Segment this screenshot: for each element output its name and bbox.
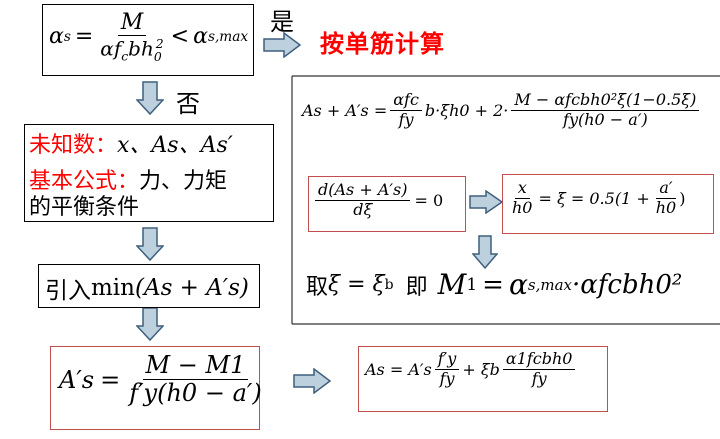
condition-fraction: M αfcbh02 <box>100 10 164 64</box>
as-frac2: α1fcbh0 fy <box>502 350 576 388</box>
arrow-down-no <box>136 81 164 116</box>
alpha-s-symbol: α <box>49 24 64 50</box>
arrow-down-2 <box>136 227 164 262</box>
unknowns-label: 未知数： <box>29 133 118 158</box>
arrow-down-xi <box>472 235 498 270</box>
min-expr: (As + A′s) <box>134 275 249 301</box>
as-box: As = A′s f′y fy + ξb α1fcbh0 fy <box>358 346 608 412</box>
arrow-down-3 <box>136 307 164 342</box>
formula-label: 基本公式： <box>29 169 140 194</box>
arrow-right-derivative <box>469 190 504 214</box>
yes-label: 是 <box>270 8 294 36</box>
as-lhs: As = A′s <box>365 359 432 379</box>
single-reinforcement-text: 按单筋计算 <box>320 30 445 58</box>
unknowns-list: x、As、As′ <box>117 133 233 158</box>
formula-rest: 力、力矩 <box>139 169 228 194</box>
xi-box: x h0 = ξ = 0.5(1 + a′ h0 ) <box>502 174 714 234</box>
min-func: min <box>91 275 135 301</box>
arrow-right-yes <box>263 32 302 58</box>
arrow-right-bottom <box>293 368 332 394</box>
no-label: 否 <box>176 90 200 118</box>
formula-line3: 的平衡条件 <box>29 195 140 220</box>
as-prime-fraction: M − M1 f′y(h0 − a′) <box>129 351 262 408</box>
unknowns-box: 未知数：x、As、As′ 基本公式：力、力矩 的平衡条件 <box>24 124 274 222</box>
as-frac1: f′y fy <box>434 350 460 388</box>
as-prime-box: A′s = M − M1 f′y(h0 − a′) <box>50 346 262 430</box>
as-prime-lhs: A′s <box>59 365 95 394</box>
derivative-box: d(As + A′s) dξ = 0 <box>308 176 466 232</box>
total-steel-formula: As + A′s = αfc fy b·ξh0 + 2· M − αfcbh0²… <box>302 91 700 129</box>
introduce-min-box: 引入 min (As + A′s) <box>38 264 260 308</box>
introduce-prefix: 引入 <box>45 278 91 304</box>
